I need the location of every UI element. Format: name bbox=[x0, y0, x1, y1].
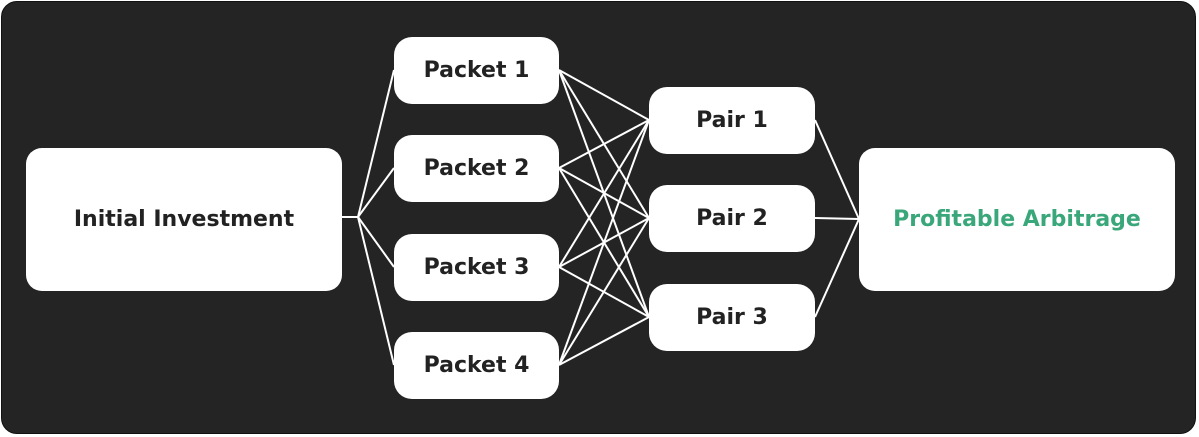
pair-3-to-target-line bbox=[814, 218, 860, 318]
pair-1-to-target-line bbox=[814, 119, 860, 220]
packet-3-to-pair-1-line bbox=[558, 119, 650, 268]
packet-3-label: Packet 3 bbox=[423, 255, 530, 280]
packet-4-to-pair-3-line bbox=[558, 316, 650, 366]
pair-3-label: Pair 3 bbox=[696, 305, 768, 330]
packet-1-label: Packet 1 bbox=[423, 58, 530, 83]
packet-4-node: Packet 4 bbox=[394, 332, 559, 399]
packet-1-node: Packet 1 bbox=[394, 37, 559, 104]
packet-1-to-pair-1-line bbox=[558, 69, 650, 121]
initial-investment-node: Initial Investment bbox=[26, 148, 342, 291]
profitable-arbitrage-label: Profitable Arbitrage bbox=[893, 207, 1141, 232]
packet-2-label: Packet 2 bbox=[423, 156, 530, 181]
packet-3-node: Packet 3 bbox=[394, 234, 559, 301]
packet-2-node: Packet 2 bbox=[394, 135, 559, 202]
profitable-arbitrage-node: Profitable Arbitrage bbox=[859, 148, 1175, 291]
source-to-packet-3-line bbox=[357, 216, 395, 268]
pair-3-node: Pair 3 bbox=[649, 284, 815, 351]
pair-2-label: Pair 2 bbox=[696, 206, 768, 231]
packet-4-to-pair-1-line bbox=[558, 119, 650, 366]
source-to-packet-2-line bbox=[357, 167, 395, 218]
pair-1-label: Pair 1 bbox=[696, 108, 768, 133]
initial-investment-label: Initial Investment bbox=[73, 207, 295, 232]
pair-1-node: Pair 1 bbox=[649, 87, 815, 154]
pair-2-to-target-line bbox=[814, 217, 860, 220]
source-to-packet-1-line bbox=[357, 69, 395, 218]
source-to-packet-4-line bbox=[357, 216, 395, 366]
packet-4-to-pair-2-line bbox=[558, 217, 650, 366]
packet-4-label: Packet 4 bbox=[423, 353, 530, 378]
pair-2-node: Pair 2 bbox=[649, 185, 815, 252]
packet-2-to-pair-1-line bbox=[558, 119, 650, 169]
